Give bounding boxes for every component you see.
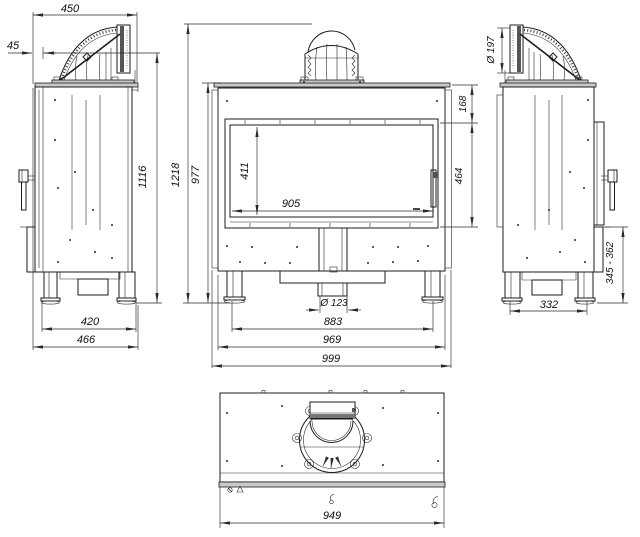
bottom-fasteners xyxy=(227,485,439,508)
left-side-view: 450 45 1116 420 466 xyxy=(7,3,162,350)
front-dimensions: 1218 977 168 464 411 905 Ø 123 88 xyxy=(170,23,478,368)
dim-front-overall-height: 1218 xyxy=(170,162,182,187)
right-side-view: Ø 197 345 - 362 332 xyxy=(486,24,628,315)
dim-front-feet-span: 883 xyxy=(324,316,343,328)
right-door-handle xyxy=(601,169,618,211)
left-legs xyxy=(40,271,137,305)
left-flue-elbow xyxy=(43,24,160,86)
dim-left-outlet-height: 1116 xyxy=(137,165,149,189)
dim-front-glass-height: 411 xyxy=(239,162,251,180)
front-flue-dome xyxy=(299,30,365,85)
bottom-flue-flange xyxy=(292,401,372,473)
dim-left-depth: 466 xyxy=(77,334,96,346)
right-flue-elbow xyxy=(502,24,589,86)
dim-front-window-height: 464 xyxy=(454,167,465,184)
dim-left-front-offset: 45 xyxy=(7,40,20,52)
front-view: 1218 977 168 464 411 905 Ø 123 88 xyxy=(170,23,478,368)
bottom-view: 949 xyxy=(218,390,446,528)
dim-front-body-height: 977 xyxy=(190,165,202,184)
left-door-handle xyxy=(18,169,35,211)
right-legs xyxy=(501,271,596,305)
dim-right-plinth-height: 345 - 362 xyxy=(605,241,616,284)
bottom-dimensions: 949 xyxy=(219,487,445,528)
bottom-plate xyxy=(218,390,446,488)
right-dimensions: Ø 197 345 - 362 332 xyxy=(486,27,628,315)
dim-front-body-width: 969 xyxy=(323,334,341,346)
dim-front-overall-width: 999 xyxy=(322,353,340,365)
front-lower-panel xyxy=(223,227,444,304)
dim-right-feet-span: 332 xyxy=(540,299,558,311)
dim-front-glass-width: 905 xyxy=(282,198,301,210)
dim-bottom-width: 949 xyxy=(323,510,341,522)
dim-left-top-width: 450 xyxy=(61,3,80,15)
dim-left-feet-span: 420 xyxy=(81,316,100,328)
dim-front-top-to-glass: 168 xyxy=(458,95,469,112)
right-body xyxy=(496,82,610,273)
left-dimensions: 450 45 1116 420 466 xyxy=(7,3,162,350)
dim-right-flue-diameter: Ø 197 xyxy=(486,36,497,65)
front-glass-door xyxy=(224,118,439,229)
left-body xyxy=(20,82,139,273)
dim-front-air-inlet-diameter: Ø 123 xyxy=(319,298,348,309)
